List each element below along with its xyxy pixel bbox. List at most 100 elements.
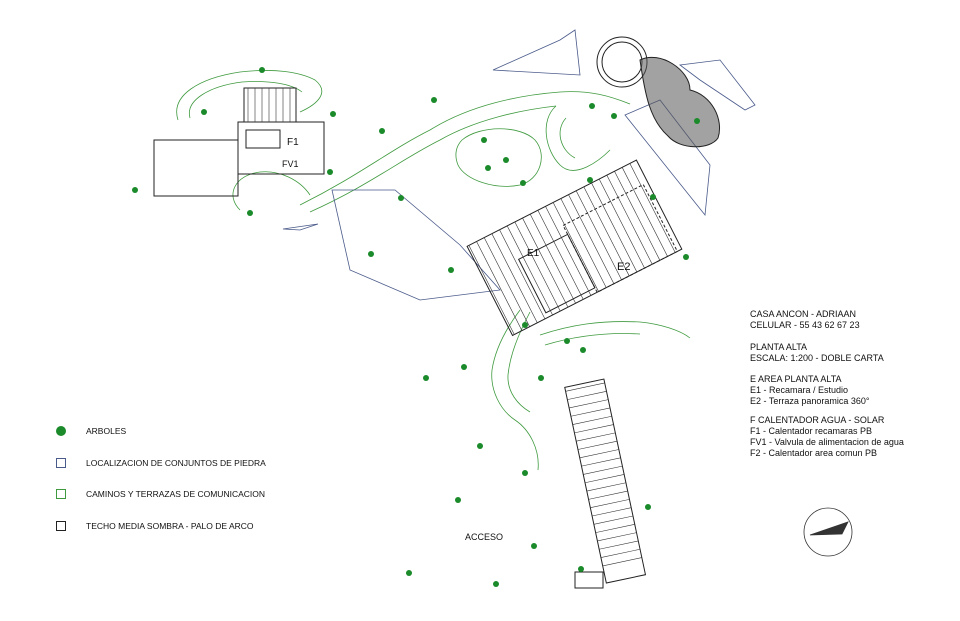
tree-dot-icon <box>259 67 265 73</box>
info-scale: ESCALA: 1:200 - DOBLE CARTA <box>750 353 884 363</box>
access-tread-line <box>574 424 614 434</box>
legend-stones-label: LOCALIZACION DE CONJUNTOS DE PIEDRA <box>86 458 266 468</box>
access-tread-line <box>583 465 623 475</box>
legend-roof: TECHO MEDIA SOMBRA - PALO DE ARCO <box>56 521 254 531</box>
path-rock-loop <box>455 128 542 187</box>
legend-stones: LOCALIZACION DE CONJUNTOS DE PIEDRA <box>56 458 266 468</box>
path-square-icon <box>56 489 66 499</box>
tree-dot-icon <box>538 375 544 381</box>
roof-hatch-line <box>606 174 653 265</box>
roof-hatch-line <box>483 237 530 327</box>
roof-hatch-line <box>568 194 615 284</box>
tree-dot-icon <box>327 169 333 175</box>
roof-hatch-line <box>583 186 630 277</box>
path-south-east-2 <box>544 333 641 346</box>
f1-panel <box>245 129 281 149</box>
tree-dot-icon <box>461 364 467 370</box>
roof-hatch-line <box>614 171 661 261</box>
roof-hatch-line <box>575 190 622 280</box>
tree-dot-icon <box>485 165 491 171</box>
tree-dot-icon <box>477 443 483 449</box>
path-east-arc <box>545 105 611 171</box>
path-main-ridge <box>299 91 631 206</box>
label-f1: F1 <box>287 137 299 148</box>
info-f1: F1 - Calentador recamaras PB <box>750 426 873 436</box>
path-upper-left-inner <box>189 81 303 119</box>
access-tread-line <box>577 440 618 450</box>
e1-room <box>517 233 596 314</box>
roof-hatch-line <box>621 167 668 257</box>
path-east-arc-inner <box>559 117 576 159</box>
roof-hatch-line <box>468 245 515 335</box>
tree-dot-icon <box>645 504 651 510</box>
tree-dot-icon <box>683 254 689 260</box>
legend-roof-label: TECHO MEDIA SOMBRA - PALO DE ARCO <box>86 521 254 531</box>
access-tread-line <box>602 557 642 567</box>
roof-hatch-line <box>629 163 676 253</box>
round-tank-inner <box>601 41 643 83</box>
info-fv1: FV1 - Valvula de alimentacion de agua <box>750 437 904 447</box>
stone-square-icon <box>56 458 66 468</box>
legend-paths: CAMINOS Y TERRAZAS DE COMUNICACION <box>56 489 265 499</box>
tree-dot-icon <box>398 195 404 201</box>
paths-layer <box>176 70 691 471</box>
access-tread-line <box>593 515 634 525</box>
tree-dot-icon <box>587 177 593 183</box>
info-f-title: F CALENTADOR AGUA - SOLAR <box>750 415 885 425</box>
tree-dot-icon <box>455 497 461 503</box>
roof-hatches <box>247 88 676 567</box>
tree-dot-icon <box>448 267 454 273</box>
info-e2: E2 - Terraza panoramica 360° <box>750 396 870 406</box>
path-south-winding <box>491 309 539 471</box>
path-main-ridge-inner <box>309 105 557 213</box>
roof-hatch-line <box>545 206 592 296</box>
tree-dot-icon <box>132 187 138 193</box>
f1-stair-block <box>243 87 297 123</box>
tree-dot-icon <box>330 111 336 117</box>
tree-dot-icon <box>493 581 499 587</box>
tree-dot-icon <box>611 113 617 119</box>
legend-trees: ARBOLES <box>56 426 126 436</box>
access-tread-line <box>597 532 637 542</box>
roof-hatch-line <box>522 217 569 308</box>
info-e-title: E AREA PLANTA ALTA <box>750 374 842 384</box>
stone-group-west <box>331 189 501 301</box>
f1-roof-rect-left <box>153 139 239 197</box>
structures-layer <box>153 36 720 589</box>
info-level: PLANTA ALTA <box>750 342 808 352</box>
access-tread-line <box>599 540 639 550</box>
access-tread-line <box>586 482 626 492</box>
label-acceso: ACCESO <box>465 532 504 542</box>
legend-paths-label: CAMINOS Y TERRAZAS DE COMUNICACION <box>86 489 265 499</box>
roof-hatch-line <box>591 182 638 273</box>
access-tread-line <box>570 407 611 417</box>
access-tread-line <box>579 449 619 459</box>
tree-dot-icon <box>503 157 509 163</box>
access-tread-line <box>581 457 621 467</box>
tree-dot-icon <box>201 109 207 115</box>
access-tread-line <box>567 390 607 400</box>
roof-hatch-line <box>552 202 599 292</box>
roof-square-icon <box>56 521 66 531</box>
path-upper-left-loop <box>176 70 322 121</box>
stone-groups-layer <box>282 29 756 301</box>
tree-dot-icon <box>564 338 570 344</box>
roof-hatch-line <box>560 198 607 288</box>
roof-hatch-line <box>476 241 523 331</box>
access-tread-line <box>576 432 616 442</box>
access-landing <box>574 571 604 589</box>
trees-layer <box>132 67 700 587</box>
tree-dot-icon <box>650 194 656 200</box>
pergola-group <box>466 159 683 337</box>
info-project: CASA ANCON - ADRIAAN <box>750 309 857 319</box>
stairway-outline <box>564 378 647 584</box>
access-tread-line <box>588 490 628 500</box>
stone-group-north <box>492 29 581 76</box>
tree-dot-icon <box>481 137 487 143</box>
north-arrow-icon <box>803 507 853 557</box>
access-tread-line <box>569 399 609 409</box>
stone-group-east <box>624 99 711 217</box>
tree-dot-icon <box>531 543 537 549</box>
